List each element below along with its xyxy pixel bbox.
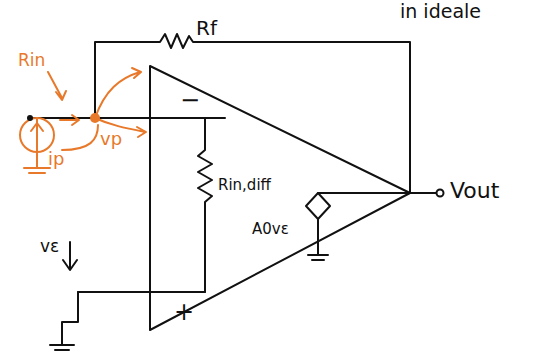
signal-name: Vout (450, 180, 499, 202)
pin-name: − (180, 88, 200, 112)
signal-name: vε (40, 238, 59, 255)
pin-name: + (174, 300, 194, 324)
resistor-label: Rin (18, 52, 45, 69)
resistor-label: Rf (196, 18, 217, 38)
signal-name: ip (48, 150, 64, 168)
note-text: in ideale (400, 2, 481, 21)
resistor-label: Rin,diff (218, 178, 271, 193)
source-label: A0vε (252, 222, 289, 237)
signal-name: vp (100, 130, 122, 148)
